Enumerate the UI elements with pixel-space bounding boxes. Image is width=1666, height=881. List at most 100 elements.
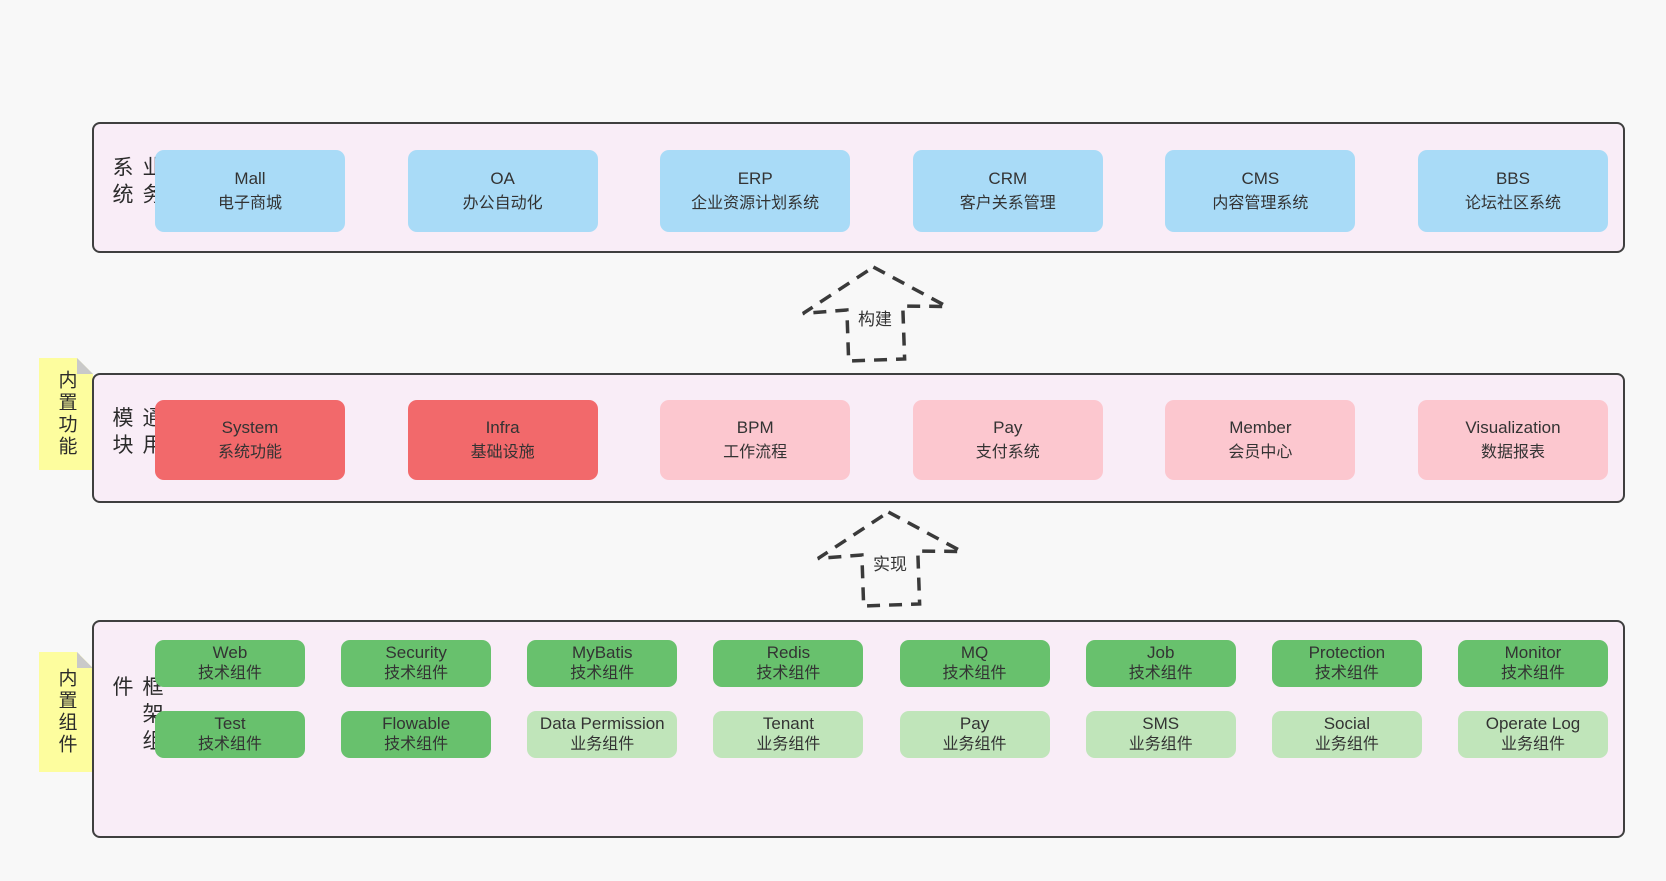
dashed-up-arrow [802, 264, 948, 363]
band-common-modules: 通用模块 System 系统功能 Infra 基础设施 BPM 工作流程 Pay… [92, 373, 1625, 503]
box-subtitle: 技术组件 [1314, 665, 1379, 683]
box-crm: CRM 客户关系管理 [912, 150, 1103, 232]
box-tenant: Tenant 业务组件 [713, 710, 864, 758]
box-subtitle: 企业资源计划系统 [691, 194, 820, 212]
box-bbs: BBS 论坛社区系统 [1417, 150, 1608, 232]
box-title: Infra [485, 418, 520, 438]
box-mq: MQ 技术组件 [899, 640, 1050, 687]
box-title: Flowable [382, 713, 451, 733]
sticky-note-built-in-features: 内置功能 [39, 358, 93, 470]
build-arrow-label: 构建 [854, 303, 896, 332]
box-title: Redis [766, 643, 811, 662]
box-title: Monitor [1504, 643, 1562, 662]
box-title: Security [385, 643, 447, 662]
box-title: Tenant [762, 713, 814, 733]
box-subtitle: 工作流程 [723, 443, 788, 461]
box-title: CMS [1241, 169, 1280, 189]
box-subtitle: 技术组件 [570, 665, 635, 683]
box-erp: ERP 企业资源计划系统 [660, 150, 851, 232]
box-subtitle: 业务组件 [942, 735, 1007, 753]
box-title: Operate Log [1485, 713, 1581, 733]
box-subtitle: 论坛社区系统 [1464, 194, 1561, 212]
common-modules-boxes: System 系统功能 Infra 基础设施 BPM 工作流程 Pay 支付系统… [155, 400, 1608, 480]
box-subtitle: 技术组件 [197, 665, 262, 683]
box-title: Member [1229, 418, 1292, 438]
box-subtitle: 业务组件 [1314, 735, 1379, 753]
box-title: Visualization [1465, 418, 1561, 438]
box-title: ERP [737, 169, 773, 189]
box-title: Job [1146, 643, 1175, 662]
business-systems-boxes: Mall 电子商城 OA 办公自动化 ERP 企业资源计划系统 CRM 客户关系… [155, 150, 1608, 232]
box-visualization: Visualization 数据报表 [1417, 400, 1608, 480]
band-framework-components: 框架组件 Web 技术组件 Security 技术组件 MyBatis 技术组件… [92, 620, 1625, 838]
box-test: Test 技术组件 [155, 710, 305, 758]
box-subtitle: 业务组件 [1500, 735, 1565, 753]
note-text: 内置功能 [55, 370, 77, 458]
box-member: Member 会员中心 [1165, 400, 1356, 480]
box-title: Social [1323, 713, 1370, 733]
box-security: Security 技术组件 [341, 640, 492, 687]
box-subtitle: 基础设施 [470, 443, 535, 461]
box-oa: OA 办公自动化 [407, 150, 598, 232]
box-monitor: Monitor 技术组件 [1457, 640, 1608, 687]
box-web: Web 技术组件 [155, 640, 305, 687]
dashed-up-arrow [817, 509, 963, 608]
box-subtitle: 内容管理系统 [1212, 194, 1309, 212]
box-title: BBS [1495, 169, 1530, 189]
box-title: Pay [959, 713, 990, 733]
box-title: CRM [988, 169, 1028, 189]
box-subtitle: 办公自动化 [462, 194, 543, 212]
box-subtitle: 技术组件 [1128, 665, 1193, 683]
box-subtitle: 技术组件 [756, 665, 821, 683]
box-sms: SMS 业务组件 [1085, 710, 1236, 758]
box-cms: CMS 内容管理系统 [1165, 150, 1356, 232]
folded-corner-icon [77, 652, 93, 668]
box-data-permission: Data Permission 业务组件 [527, 710, 678, 758]
box-operate-log: Operate Log 业务组件 [1457, 710, 1608, 758]
box-social: Social 业务组件 [1271, 710, 1422, 758]
box-subtitle: 电子商城 [217, 194, 282, 212]
box-job: Job 技术组件 [1085, 640, 1236, 687]
box-mybatis: MyBatis 技术组件 [527, 640, 678, 687]
box-subtitle: 会员中心 [1228, 443, 1293, 461]
box-mall: Mall 电子商城 [155, 150, 345, 232]
box-infra: Infra 基础设施 [407, 400, 598, 480]
box-subtitle: 技术组件 [1500, 665, 1565, 683]
implement-arrow-label: 实现 [869, 548, 911, 577]
box-subtitle: 技术组件 [197, 735, 262, 753]
box-title: Data Permission [539, 713, 665, 733]
box-title: OA [490, 169, 515, 189]
box-subtitle: 技术组件 [942, 665, 1007, 683]
box-protection: Protection 技术组件 [1271, 640, 1422, 687]
box-title: Mall [234, 169, 266, 189]
sticky-note-built-in-components: 内置组件 [39, 652, 93, 772]
box-redis: Redis 技术组件 [713, 640, 864, 687]
box-subtitle: 业务组件 [570, 735, 635, 753]
box-title: Pay [993, 418, 1023, 438]
box-pay: Pay 支付系统 [912, 400, 1103, 480]
box-title: SMS [1142, 713, 1180, 733]
framework-components-boxes: Web 技术组件 Security 技术组件 MyBatis 技术组件 Redi… [155, 640, 1608, 758]
box-title: MQ [960, 643, 989, 662]
box-subtitle: 数据报表 [1480, 443, 1545, 461]
box-subtitle: 客户关系管理 [959, 194, 1056, 212]
box-title: Protection [1308, 643, 1386, 662]
box-title: Web [212, 643, 248, 662]
box-system: System 系统功能 [155, 400, 345, 480]
box-subtitle: 系统功能 [217, 443, 282, 461]
box-subtitle: 技术组件 [384, 735, 449, 753]
box-flowable: Flowable 技术组件 [341, 710, 492, 758]
box-pay-business: Pay 业务组件 [899, 710, 1050, 758]
box-title: Test [214, 713, 246, 733]
box-subtitle: 业务组件 [1128, 735, 1193, 753]
box-title: System [221, 418, 279, 438]
box-title: BPM [736, 418, 774, 438]
band-business-systems: 业务系统 Mall 电子商城 OA 办公自动化 ERP 企业资源计划系统 CRM… [92, 122, 1625, 253]
box-subtitle: 业务组件 [756, 735, 821, 753]
build-arrow-icon: 构建 [800, 263, 950, 363]
box-subtitle: 技术组件 [384, 665, 449, 683]
note-text: 内置组件 [55, 668, 77, 756]
box-subtitle: 支付系统 [975, 443, 1040, 461]
implement-arrow-icon: 实现 [815, 508, 965, 608]
